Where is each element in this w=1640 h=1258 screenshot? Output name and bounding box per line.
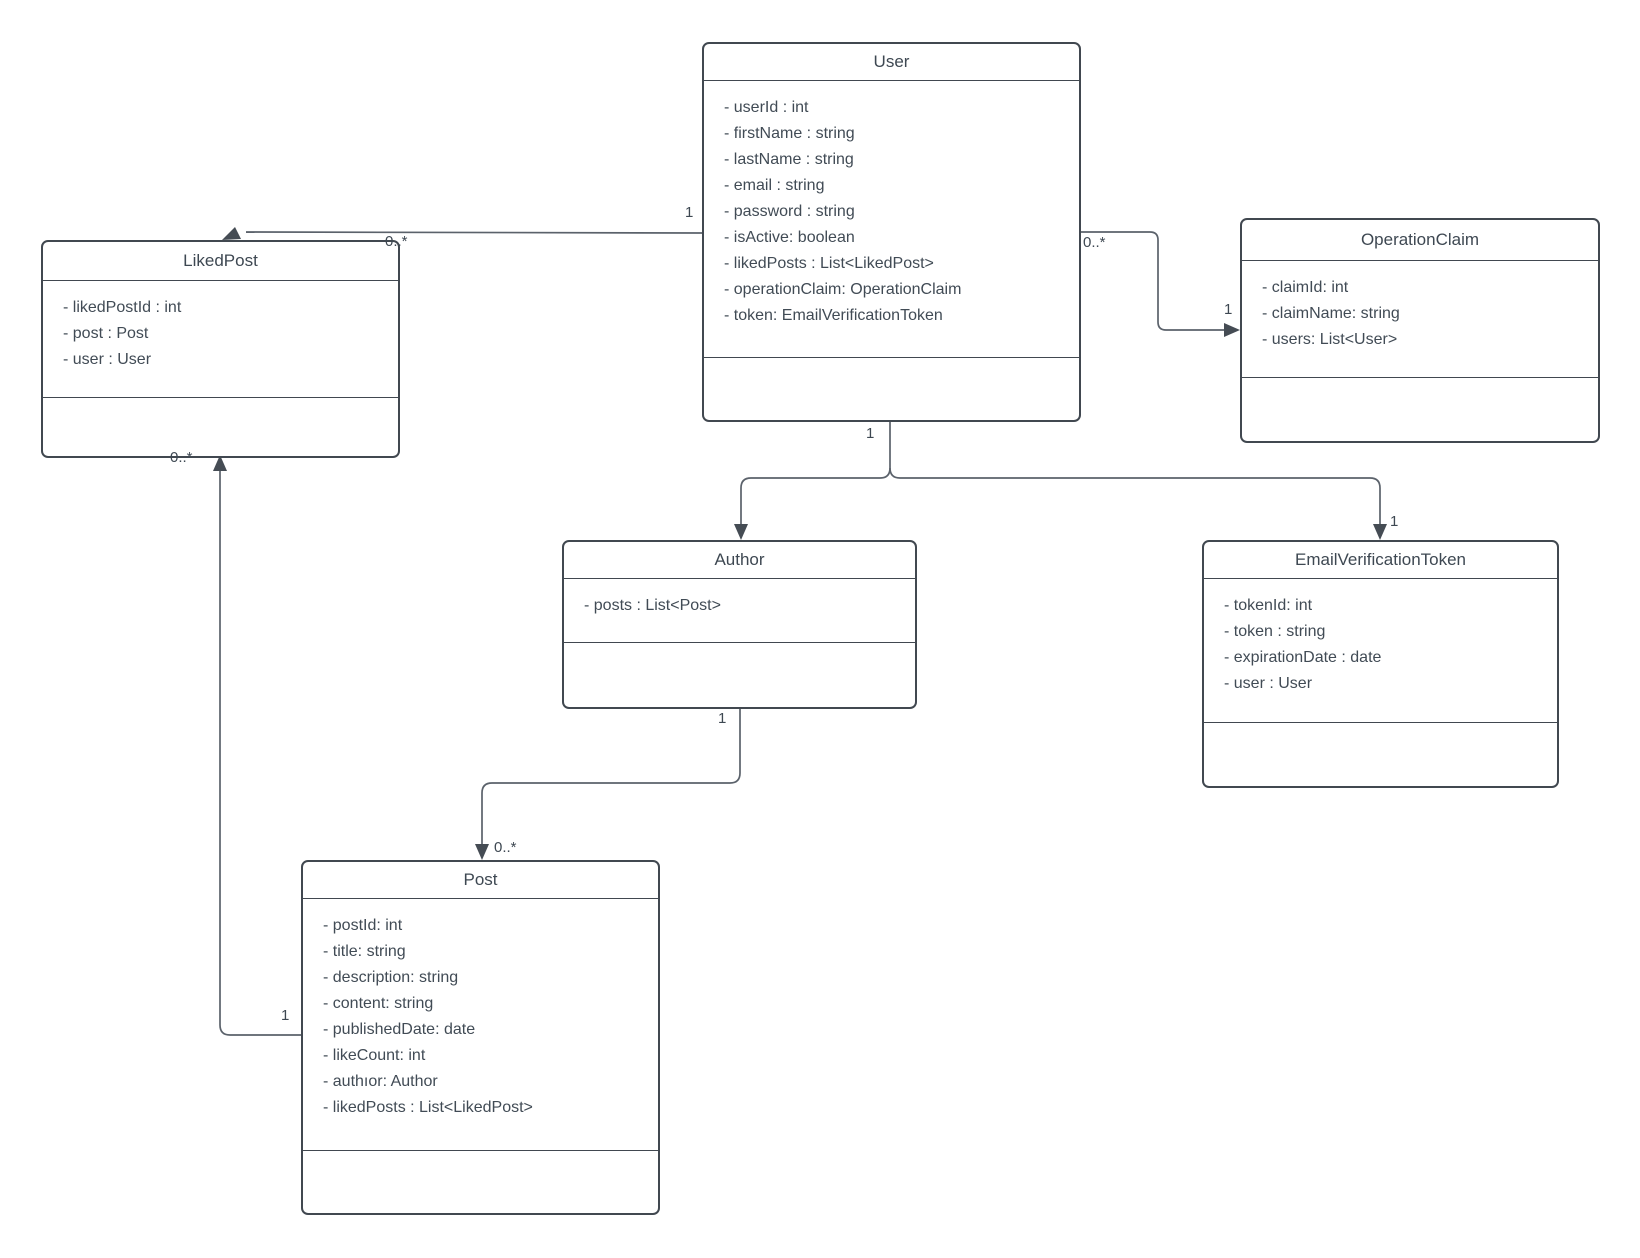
multiplicity-label: 1 [685,204,694,221]
connector-user-operationclaim [1081,231,1225,331]
attribute-row: - likedPostId : int [63,299,182,316]
attribute-row: - title: string [323,943,406,960]
class-title-emailverificationtoken: EmailVerificationToken [1294,550,1467,569]
attribute-row: - claimId: int [1262,279,1349,296]
class-methods-operationclaim [1242,377,1598,441]
attribute-row: - email : string [724,177,825,194]
attribute-row: - likeCount: int [323,1047,426,1064]
class-attributes-likedpost: - likedPostId : int - post : Post - user… [43,280,398,397]
attribute-row: - claimName: string [1262,305,1400,322]
multiplicity-label: 1 [718,710,727,727]
attribute-row: - tokenId: int [1224,597,1313,614]
class-title-operationclaim: OperationClaim [1360,230,1480,249]
attribute-row: - expirationDate : date [1224,649,1382,666]
multiplicity-label: 1 [1224,301,1233,318]
class-title-author: Author [714,550,765,569]
connector-user-token [889,467,1381,526]
multiplicity-label: 0..* [385,233,408,250]
attribute-row: - authıor: Author [323,1073,438,1090]
connector-author-post [481,709,741,846]
arrowhead-author-post [475,844,489,860]
attribute-row: - likedPosts : List<LikedPost> [724,255,934,272]
class-methods-likedpost [43,397,398,456]
class-attributes-user: - userId : int - firstName : string - la… [704,80,1079,357]
class-attributes-operationclaim: - claimId: int - claimName: string - use… [1242,260,1598,377]
attribute-row: - publishedDate: date [323,1021,476,1038]
attribute-row: - operationClaim: OperationClaim [724,281,962,298]
attribute-row: - content: string [323,995,434,1012]
attribute-row: - users: List<User> [1262,331,1398,348]
connector-post-likedpost [219,470,301,1036]
multiplicity-label: 1 [281,1007,290,1024]
multiplicity-label: 0..* [1083,234,1106,251]
class-box-operationclaim: OperationClaim - claimId: int - claimNam… [1240,218,1600,443]
class-title-likedpost: LikedPost [183,251,258,270]
attribute-row: - lastName : string [724,151,854,168]
attribute-row: - userId : int [724,99,809,116]
arrowhead-user-author [734,524,748,540]
class-attributes-emailverificationtoken: - tokenId: int - token : string - expira… [1204,578,1557,722]
multiplicity-label: 1 [1390,513,1399,530]
connector-user-likedpost [245,231,703,234]
arrowhead-user-operationclaim [1224,323,1240,337]
class-box-user: User - userId : int - firstName : string… [702,42,1081,422]
attribute-row: - isActive: boolean [724,229,855,246]
attribute-row: - postId: int [323,917,403,934]
class-methods-author [564,642,915,707]
class-box-author: Author - posts : List<Post> [562,540,917,709]
class-title-post: Post [463,870,498,889]
class-methods-emailverificationtoken [1204,722,1557,786]
attribute-row: - password : string [724,203,855,220]
attribute-row: - posts : List<Post> [584,597,721,614]
multiplicity-label: 1 [866,425,875,442]
arrowhead-post-likedpost [213,455,227,471]
attribute-row: - user : User [1224,675,1313,692]
attribute-row: - description: string [323,969,459,986]
connector-user-author [740,422,891,526]
class-methods-user [704,357,1079,420]
multiplicity-label: 0..* [494,839,517,856]
class-attributes-author: - posts : List<Post> [564,578,915,642]
attribute-row: - post : Post [63,325,149,342]
class-box-post: Post - postId: int - title: string - des… [301,860,660,1215]
multiplicity-label: 0..* [170,449,193,466]
attribute-row: - token : string [1224,623,1326,640]
attribute-row: - token: EmailVerificationToken [724,307,943,324]
class-methods-post [303,1150,658,1213]
arrowhead-user-token [1373,524,1387,540]
class-attributes-post: - postId: int - title: string - descript… [303,898,658,1150]
arrowhead-user-likedpost [222,227,241,240]
class-title-user: User [873,52,910,71]
attribute-row: - likedPosts : List<LikedPost> [323,1099,533,1116]
attribute-row: - user : User [63,351,152,368]
class-box-likedpost: LikedPost - likedPostId : int - post : P… [41,240,400,458]
class-box-emailverificationtoken: EmailVerificationToken - tokenId: int - … [1202,540,1559,788]
attribute-row: - firstName : string [724,125,855,142]
